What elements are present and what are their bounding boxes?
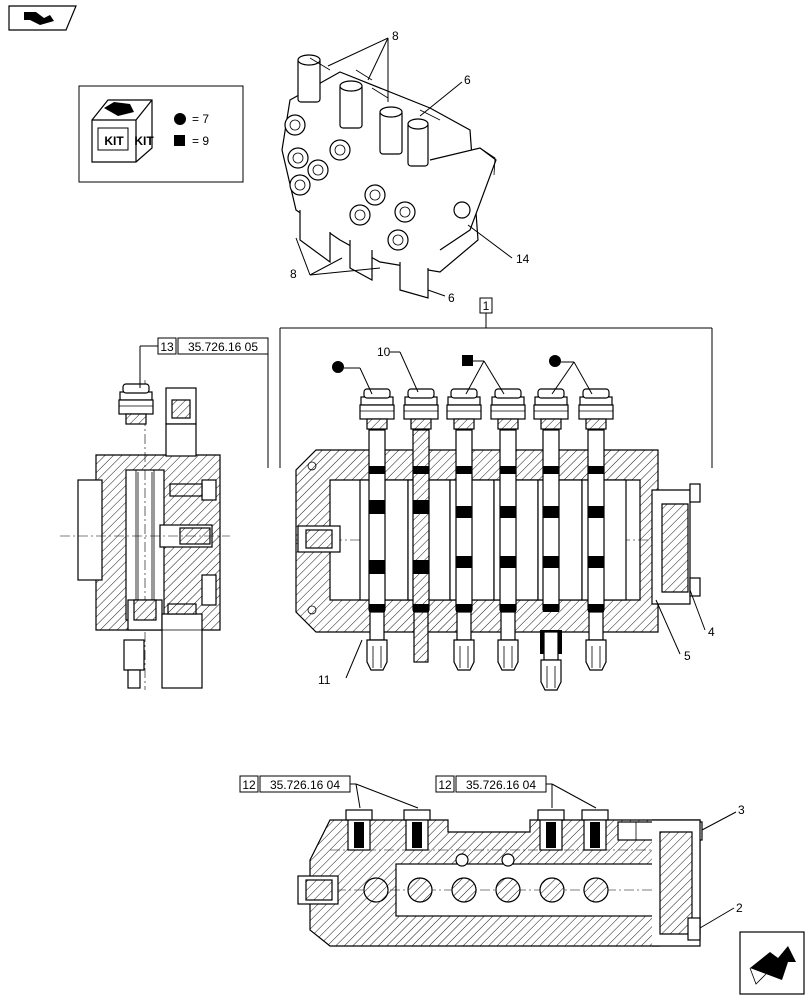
next-page-arrow-icon[interactable] [739, 931, 805, 995]
callout-6-top: 6 [464, 73, 471, 87]
ref-12-right-label [435, 775, 597, 809]
square-legend-value: = 9 [192, 134, 209, 148]
ref-12-left-label [239, 775, 419, 809]
callout-1: 1 [483, 299, 490, 313]
assembly-bracket [279, 297, 713, 468]
spool-2 [403, 388, 439, 663]
square-symbol-icon [462, 355, 473, 366]
kit-legend: KIT KIT = 7 = 9 [78, 85, 244, 183]
callout-4: 4 [708, 625, 715, 639]
callout-12-left: 12 [242, 778, 256, 792]
callout-13: 13 [160, 340, 174, 354]
callout-3: 3 [738, 803, 745, 817]
callout-12-right: 12 [438, 778, 452, 792]
circle-symbol-icon [174, 113, 186, 125]
callout-5: 5 [684, 649, 691, 663]
ref-13-label [139, 337, 269, 468]
spool-5 [533, 388, 569, 691]
spool-4 [490, 388, 526, 671]
circle-symbol-icon [332, 361, 344, 373]
circle-symbol-icon [549, 355, 561, 367]
callout-10: 10 [377, 345, 391, 359]
callout-8-bottom: 8 [290, 267, 297, 281]
ref-13: 35.726.16 05 [188, 340, 258, 354]
square-symbol-icon [174, 135, 185, 146]
control-valve-iso-view [281, 54, 497, 299]
kit-box-icon [91, 99, 153, 163]
callout-6-bottom: 6 [448, 291, 455, 305]
kit-label-side: KIT [134, 134, 154, 148]
valve-side-section [60, 380, 230, 690]
navigation-arrow-icon[interactable] [8, 5, 77, 31]
callout-8-top: 8 [392, 29, 399, 43]
kit-label-front: KIT [104, 134, 124, 148]
circle-legend-value: = 7 [192, 112, 209, 126]
ref-12-left: 35.726.16 04 [270, 778, 340, 792]
ref-12-right: 35.726.16 04 [466, 778, 536, 792]
spool-6 [578, 388, 614, 671]
valve-top-section [297, 809, 703, 947]
spool-1 [359, 388, 395, 671]
callout-2: 2 [736, 901, 743, 915]
valve-front-section [295, 388, 701, 691]
spool-3 [446, 388, 482, 671]
iso-leaders [295, 37, 513, 297]
callout-11: 11 [318, 673, 331, 687]
callout-14: 14 [516, 252, 530, 266]
